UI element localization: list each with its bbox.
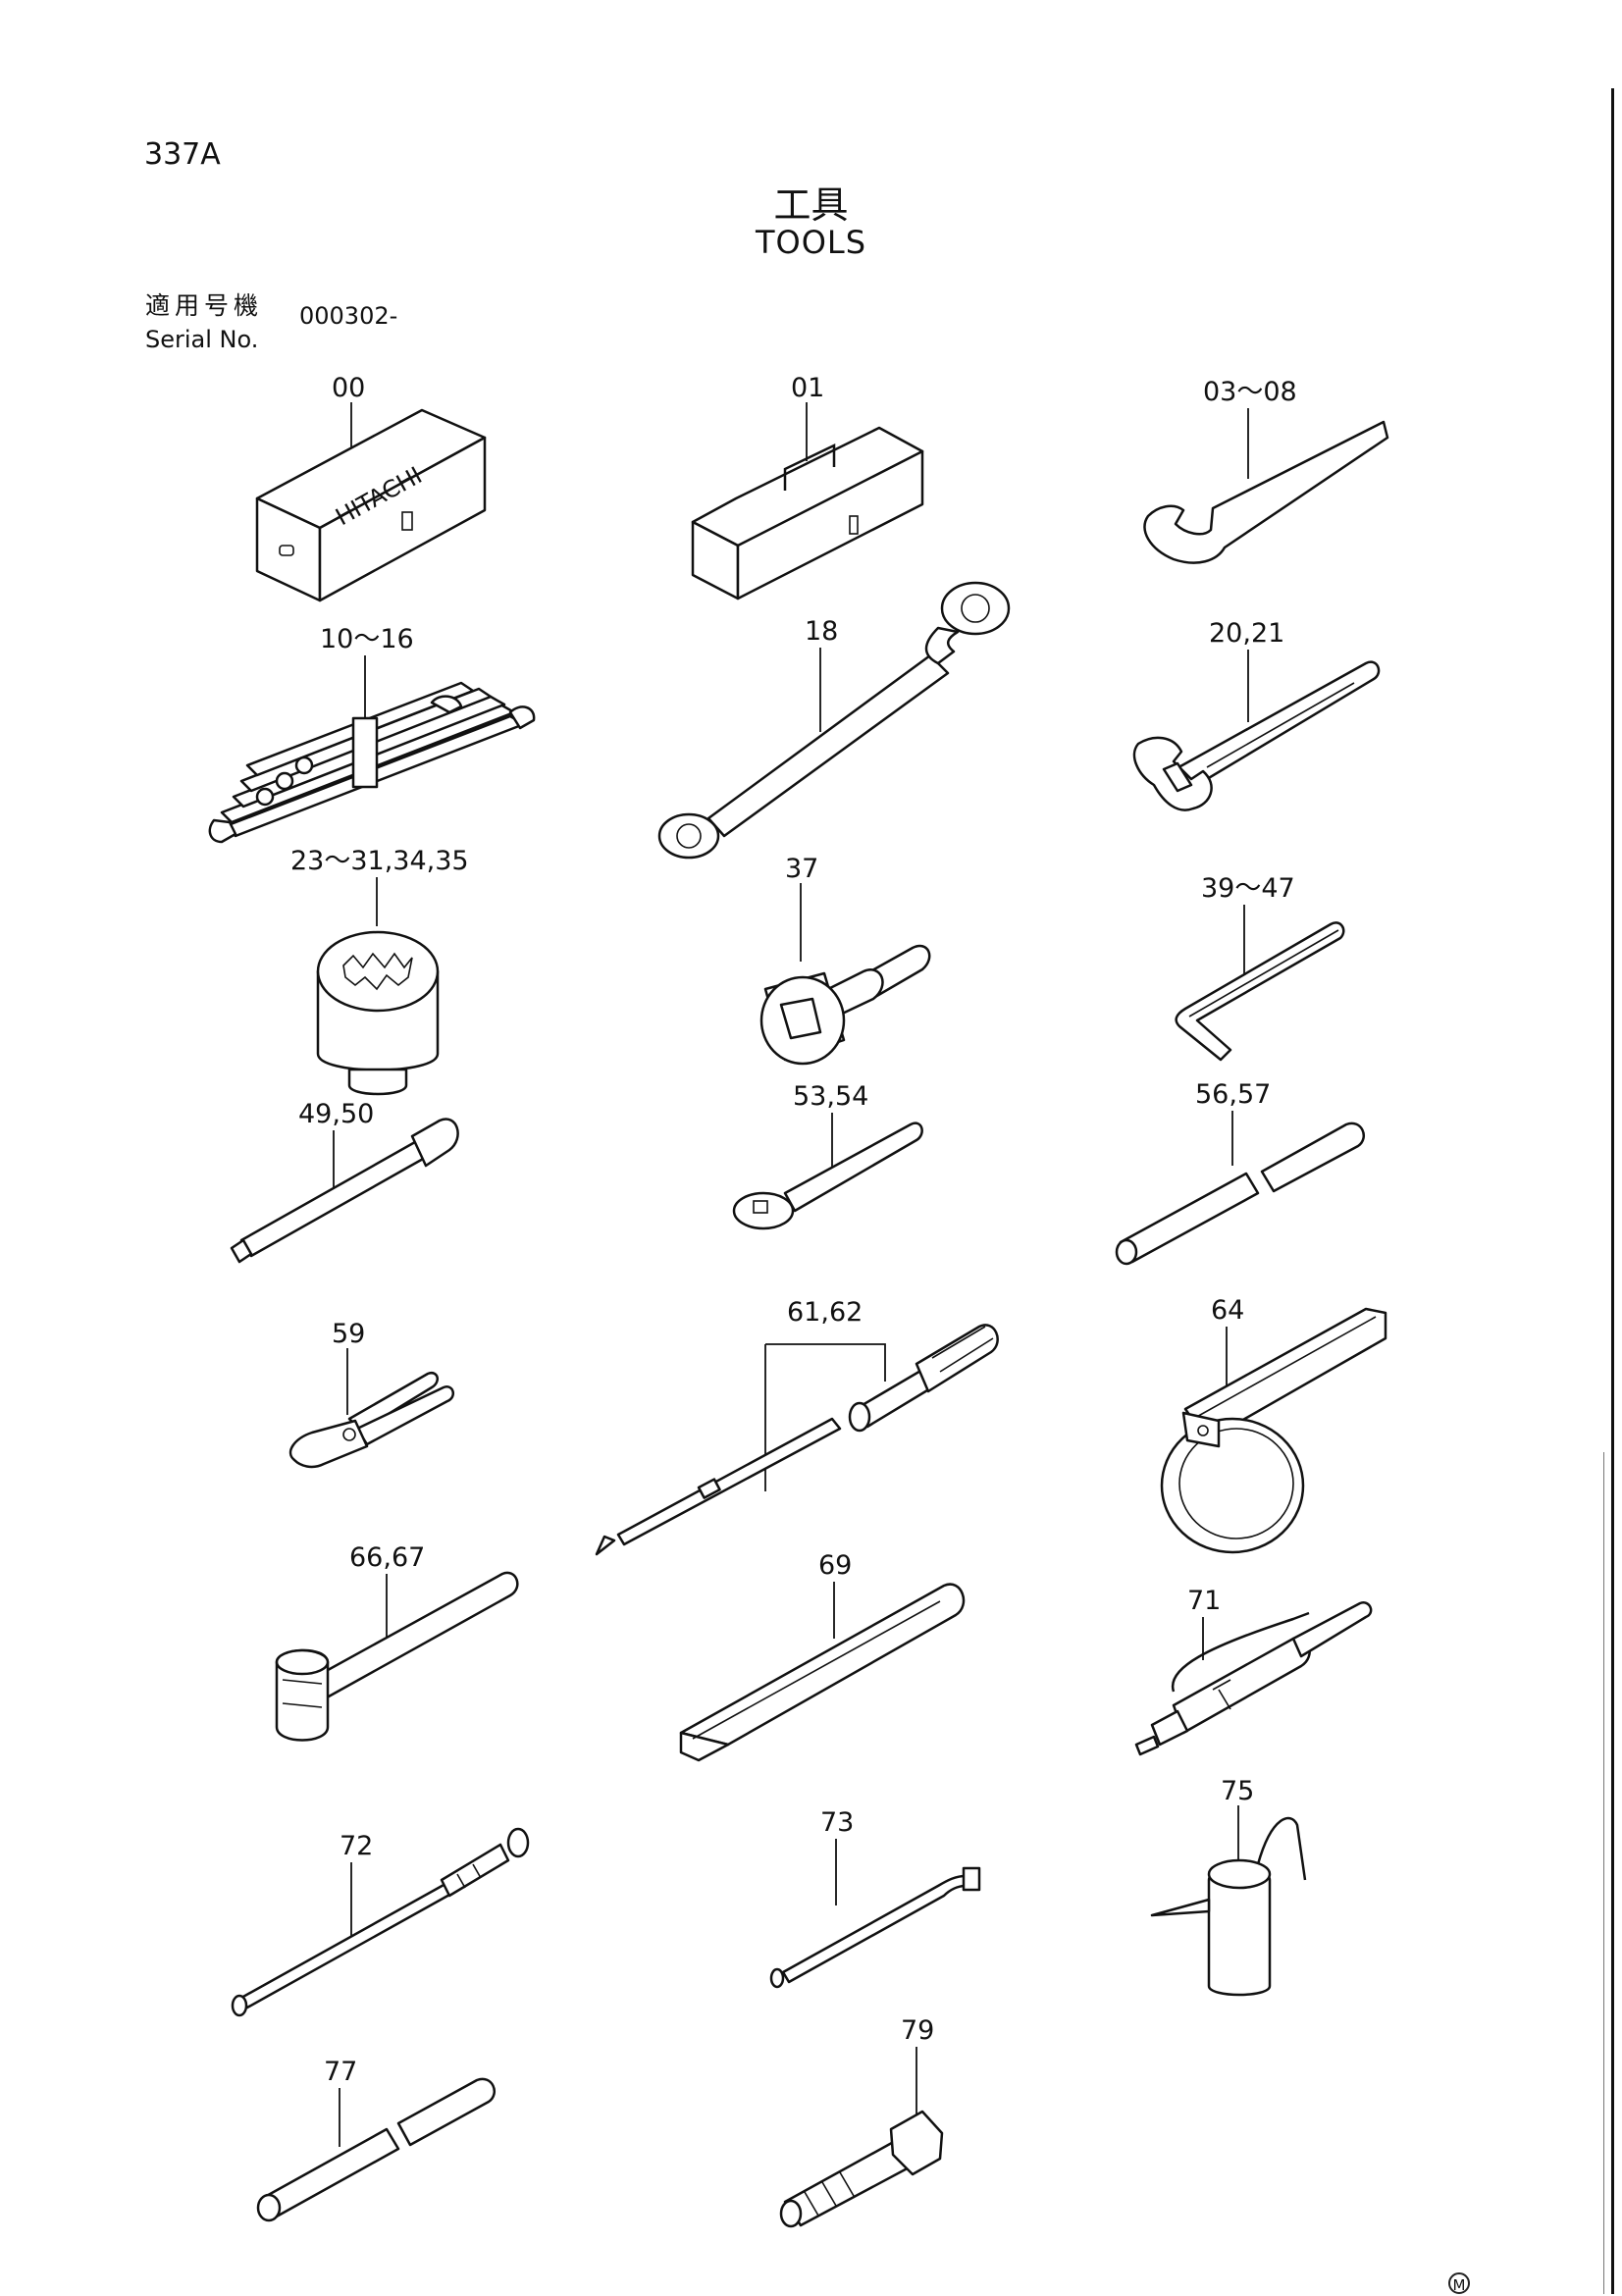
callout-61-62: 61,62 <box>787 1297 863 1328</box>
callout-20-21: 20,21 <box>1209 618 1284 649</box>
serial-value: 000302- <box>299 302 398 330</box>
page-title-japanese: 工具 <box>773 183 849 227</box>
item-01-tool-box: 01 <box>691 373 924 600</box>
callout-59: 59 <box>332 1319 365 1349</box>
item-79-bolt: 79 <box>779 2015 944 2228</box>
item-72-extension-hose: 72 <box>231 1827 530 2017</box>
item-20-21-adjustable-wrench: 20,21 <box>1132 618 1381 811</box>
item-71-grease-gun: 71 <box>1134 1586 1373 1756</box>
serial-label: Serial No. <box>145 326 259 353</box>
item-61-62-screwdriver: 61,62 <box>595 1297 999 1556</box>
item-18-ring-wrench: 18 <box>657 581 1011 860</box>
callout-39-47: 39～47 <box>1201 873 1295 904</box>
item-10-16-wrench-set: 10～16 <box>208 624 536 844</box>
item-59-pliers: 59 <box>288 1319 455 1469</box>
binding-edge-line-inner <box>1603 1452 1604 2294</box>
serial-label-japanese: 適用号機 <box>145 291 264 320</box>
callout-00: 00 <box>332 373 365 403</box>
item-66-67-hammer: 66,67 <box>275 1542 519 1742</box>
item-53-54-ratchet-handle: 53,54 <box>732 1081 923 1230</box>
callout-01: 01 <box>791 373 824 403</box>
item-56-57-pipe-handle: 56,57 <box>1115 1079 1365 1266</box>
callout-56-57: 56,57 <box>1195 1079 1271 1110</box>
callout-79: 79 <box>901 2015 934 2046</box>
callout-73: 73 <box>820 1807 854 1838</box>
item-00-tool-box: 00 HITACHI <box>255 373 487 602</box>
item-49-50-extension-bar: 49,50 <box>230 1099 459 1264</box>
callout-69: 69 <box>818 1550 852 1581</box>
callout-64: 64 <box>1211 1295 1244 1326</box>
item-23-35-socket: 23～31,34,35 <box>290 846 469 1096</box>
callout-66-67: 66,67 <box>349 1542 425 1573</box>
callout-23-35: 23～31,34,35 <box>290 846 469 876</box>
item-64-filter-wrench: 64 <box>1160 1295 1387 1554</box>
binding-edge-line <box>1611 88 1614 2294</box>
m-mark-icon: M <box>1448 2272 1470 2294</box>
page-title: TOOLS <box>755 224 867 261</box>
callout-71: 71 <box>1187 1586 1221 1616</box>
callout-77: 77 <box>324 2057 357 2087</box>
item-77-pipe: 77 <box>256 2057 496 2222</box>
item-73-nozzle-pipe: 73 <box>769 1807 981 1989</box>
callout-72: 72 <box>340 1831 373 1861</box>
callout-49-50: 49,50 <box>298 1099 374 1129</box>
item-75-oil-can: 75 <box>1150 1776 1307 1997</box>
callout-18: 18 <box>805 616 838 647</box>
callout-75: 75 <box>1221 1776 1254 1806</box>
item-69-chisel: 69 <box>679 1550 966 1762</box>
page-number: 337A <box>144 137 221 172</box>
callout-10-16: 10～16 <box>320 624 414 654</box>
callout-03-08: 03～08 <box>1203 377 1297 407</box>
callout-37: 37 <box>785 854 818 884</box>
item-37-adapter: 37 <box>759 854 931 1066</box>
item-39-47-hex-key: 39～47 <box>1175 873 1345 1062</box>
item-03-08-open-end-wrench: 03～08 <box>1143 377 1389 564</box>
callout-53-54: 53,54 <box>793 1081 868 1112</box>
